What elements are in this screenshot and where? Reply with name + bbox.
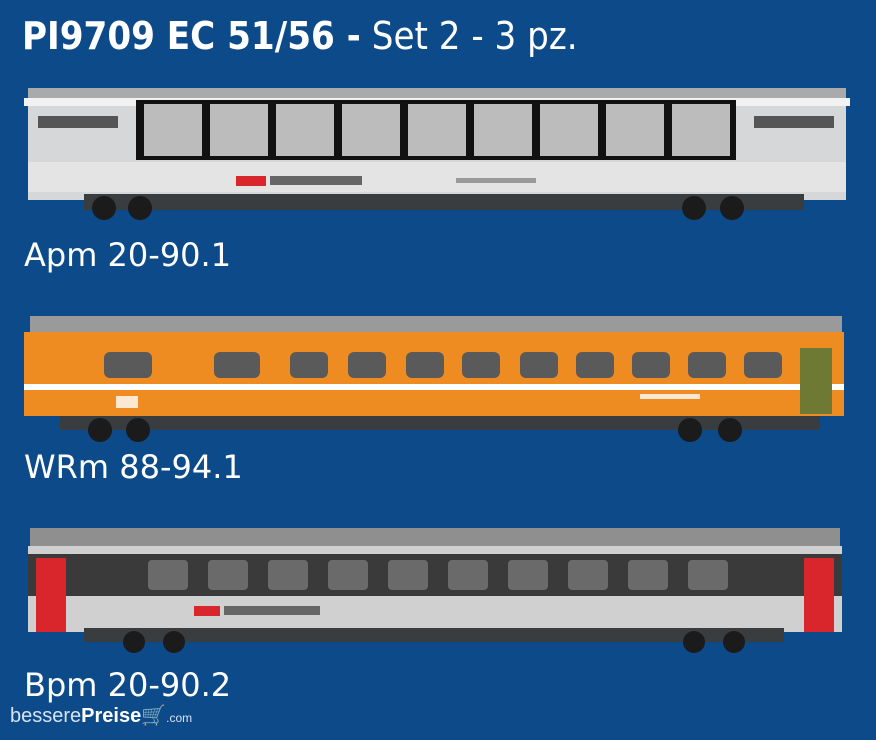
coach-apm-caption: Apm 20-90.1 — [24, 236, 232, 274]
coach-apm-image — [24, 88, 850, 220]
page-title: PI9709 EC 51/56 - Set 2 - 3 pz. — [22, 14, 578, 58]
watermark-part2: Preise — [81, 705, 142, 727]
title-set: Set 2 - 3 pz. — [360, 14, 578, 58]
watermark-tld: .com — [166, 711, 193, 725]
coach-wrm-caption: WRm 88-94.1 — [24, 448, 243, 486]
watermark-part1: bessere — [10, 705, 82, 727]
title-code: PI9709 EC 51/56 - — [22, 14, 361, 58]
watermark: besserePreise🛒.com — [10, 703, 192, 728]
coach-wrm-image — [24, 316, 844, 442]
coach-bpm-image — [28, 528, 842, 653]
coach-bpm-caption: Bpm 20-90.2 — [24, 666, 232, 704]
cart-icon: 🛒 — [141, 705, 167, 727]
